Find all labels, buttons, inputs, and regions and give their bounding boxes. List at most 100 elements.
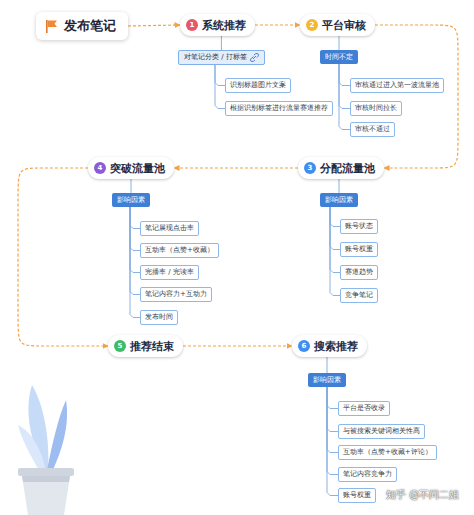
link-icon xyxy=(250,53,259,62)
tree-line xyxy=(339,64,350,130)
leaf-box: 完播率 / 完读率 xyxy=(140,265,199,280)
step-number: 6 xyxy=(298,340,310,352)
leaf-box: 账号权重 xyxy=(338,488,376,503)
leaf-box: 笔记内容竞争力 xyxy=(338,467,397,482)
node-text: 笔记内容竞争力 xyxy=(343,470,392,478)
watermark: 知乎 @不问二姐 xyxy=(386,488,459,502)
flow-arrow xyxy=(375,25,458,168)
node-text: 系统推荐 xyxy=(202,18,246,33)
step-number: 1 xyxy=(186,19,198,31)
tree-line xyxy=(339,36,340,50)
flow-arrow xyxy=(18,168,108,346)
step-node: 5 推荐结束 xyxy=(108,335,183,357)
factor-box: 影响因素 xyxy=(320,193,358,207)
node-text: 完播率 / 完读率 xyxy=(145,268,194,276)
flag-icon xyxy=(44,19,58,33)
tree-line xyxy=(327,387,338,496)
node-text: 根据识别标签进行流量赛道推荐 xyxy=(230,104,328,112)
node-text: 审核不通过 xyxy=(355,125,390,133)
node-text: 搜索推荐 xyxy=(314,339,358,354)
tree-line xyxy=(131,179,132,193)
tree-line xyxy=(330,207,340,250)
tree-line xyxy=(339,179,340,193)
node-text: 发布笔记 xyxy=(64,17,116,35)
tree-line xyxy=(330,207,340,296)
step-node: 4 突破流量池 xyxy=(88,157,174,179)
node-text: 审核通过进入第一波流量池 xyxy=(355,81,439,89)
node-text: 赛道趋势 xyxy=(345,268,373,276)
node-text: 互动率（点赞+收藏+评论） xyxy=(343,448,432,456)
leaf-box: 发布时间 xyxy=(140,310,178,325)
node-text: 平台审核 xyxy=(322,18,366,33)
node-text: 平台是否收录 xyxy=(343,404,385,412)
node-text: 账号权重 xyxy=(343,491,371,499)
flow-arrow xyxy=(183,345,292,346)
tree-line xyxy=(327,387,338,409)
leaf-box: 笔记展现点击率 xyxy=(140,221,199,236)
tree-line xyxy=(130,207,140,273)
node-text: 分配流量池 xyxy=(320,161,375,176)
factor-box: 影响因素 xyxy=(308,373,346,387)
node-text: 影响因素 xyxy=(325,196,353,204)
leaf-box: 竞争笔记 xyxy=(340,288,378,303)
flow-arrow xyxy=(255,24,300,25)
start-node: 发布笔记 xyxy=(36,12,128,40)
leaf-box: 根据识别标签进行流量赛道推荐 xyxy=(225,101,333,116)
step-number: 3 xyxy=(304,162,316,174)
step-number: 4 xyxy=(94,162,106,174)
tree-line xyxy=(221,36,222,50)
leaf-box: 账号状态 xyxy=(340,219,378,234)
tree-line xyxy=(130,207,140,318)
tree-line xyxy=(327,387,338,432)
node-text: 账号权重 xyxy=(345,245,373,253)
leaf-box: 平台是否收录 xyxy=(338,401,390,416)
leaf-box: 互动率（点赞+收藏+评论） xyxy=(338,445,437,460)
step-node: 2平台审核 xyxy=(300,14,375,36)
tree-line xyxy=(339,64,350,109)
node-text: 识别标题图片文案 xyxy=(230,81,286,89)
factor-box: 时间不定 xyxy=(320,50,358,64)
tree-line xyxy=(130,207,140,229)
node-text: 发布时间 xyxy=(145,313,173,321)
node-text: 影响因素 xyxy=(313,376,341,384)
node-text: 影响因素 xyxy=(117,196,145,204)
step-number: 5 xyxy=(114,340,126,352)
node-text: 笔记展现点击率 xyxy=(145,224,194,232)
leaf-box: 审核时间拉长 xyxy=(350,101,402,116)
node-text: 与被搜索关键词相关性高 xyxy=(343,427,420,435)
leaf-box: 笔记内容力+互动力 xyxy=(140,287,212,302)
tree-line xyxy=(130,207,140,251)
leaf-box: 账号权重 xyxy=(340,242,378,257)
leaf-box: 识别标题图片文案 xyxy=(225,78,291,93)
category-box: 对笔记分类 / 打标签 xyxy=(178,50,265,65)
node-text: 笔记内容力+互动力 xyxy=(145,290,207,298)
step-node: 3 分配流量池 xyxy=(298,157,384,179)
leaf-box: 互动率（点赞+收藏） xyxy=(140,243,219,258)
factor-box: 影响因素 xyxy=(112,193,150,207)
tree-line xyxy=(330,207,340,227)
tree-line xyxy=(130,207,140,295)
tree-line xyxy=(327,387,338,475)
node-text: 对笔记分类 / 打标签 xyxy=(184,52,247,63)
node-text: 推荐结束 xyxy=(130,339,174,354)
flow-arrow xyxy=(128,25,180,26)
leaf-box: 赛道趋势 xyxy=(340,265,378,280)
tree-line xyxy=(327,387,338,453)
leaf-box: 审核通过进入第一波流量池 xyxy=(350,78,444,93)
tree-line xyxy=(215,65,225,86)
node-text: 互动率（点赞+收藏） xyxy=(145,246,214,254)
plant-illustration xyxy=(18,385,74,515)
tree-line xyxy=(339,64,350,86)
flow-arrow xyxy=(174,167,298,168)
leaf-box: 与被搜索关键词相关性高 xyxy=(338,424,425,439)
leaf-box: 审核不通过 xyxy=(350,122,395,137)
tree-line xyxy=(215,65,225,109)
node-text: 账号状态 xyxy=(345,222,373,230)
node-text: 时间不定 xyxy=(325,53,353,61)
node-text: 突破流量池 xyxy=(110,161,165,176)
node-text: 竞争笔记 xyxy=(345,291,373,299)
step-node: 1 系统推荐 xyxy=(180,14,255,36)
node-text: 审核时间拉长 xyxy=(355,104,397,112)
step-node: 6 搜索推荐 xyxy=(292,335,367,357)
tree-line xyxy=(327,357,328,373)
